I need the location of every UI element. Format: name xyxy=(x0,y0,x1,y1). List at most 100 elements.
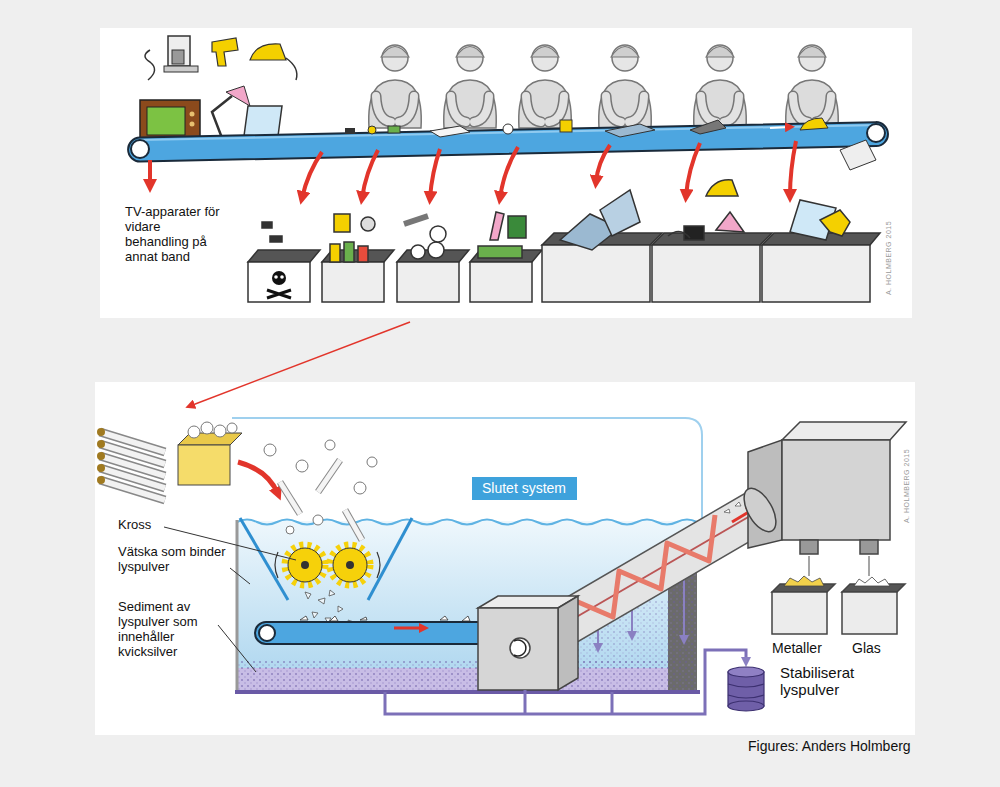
note-text: TV-apparater för vidare behandling på an… xyxy=(125,205,225,265)
falling-lamps-part xyxy=(318,460,340,492)
inner-conveyor-part-part xyxy=(440,616,448,620)
belt-items-part xyxy=(345,128,355,134)
sorting-bins-part xyxy=(270,236,282,242)
belt-items-part xyxy=(388,126,400,133)
panels-part xyxy=(95,382,915,735)
appliances-part xyxy=(226,86,250,106)
funnel-and-crusher-part xyxy=(368,518,412,600)
screw-conveyor-part xyxy=(565,515,715,645)
falling-lamps-part xyxy=(367,457,377,467)
sorting-arrows-part xyxy=(148,160,152,186)
sorting-bins-part xyxy=(280,275,284,279)
appliances-part xyxy=(212,38,238,66)
sorting-bins xyxy=(248,180,880,302)
conveyor-belt-part xyxy=(140,125,880,140)
lamps-in-part xyxy=(201,422,213,434)
belt-items-part xyxy=(690,120,726,134)
output-bins-part xyxy=(784,576,824,586)
appliances-part xyxy=(250,44,286,60)
appliances xyxy=(140,36,297,144)
funnel-and-crusher-part xyxy=(330,545,370,585)
sorting-machine-part xyxy=(860,540,878,554)
inner-conveyor-part-part xyxy=(330,616,338,621)
sorting-bins-part xyxy=(411,245,425,259)
barrel xyxy=(728,667,764,711)
lamps-in-part xyxy=(238,462,278,494)
sorting-arrows-part xyxy=(362,150,378,198)
barrel-part xyxy=(728,684,764,698)
appliances-part xyxy=(145,50,155,80)
appliances-part xyxy=(212,96,232,138)
belt-items-part xyxy=(840,140,876,170)
sorting-bins-part xyxy=(397,262,459,302)
sorting-bins-part xyxy=(820,210,850,236)
watermark: A. HOLMBERG 2015 xyxy=(903,449,911,523)
part-label: Sediment av lyspulver som innehåller kvi… xyxy=(118,600,214,660)
falling-lamps-part xyxy=(264,444,276,456)
funnel-and-crusher-part xyxy=(346,561,354,569)
output-bins xyxy=(772,576,905,634)
sorting-bins-part xyxy=(600,190,640,236)
water-flow-arrows-part xyxy=(683,578,685,640)
appliances-part xyxy=(172,50,184,64)
appliances-part xyxy=(147,107,185,135)
bin-label: Metaller xyxy=(772,640,842,656)
falling-lamps-part xyxy=(325,440,335,450)
workers-part xyxy=(444,45,497,128)
belt-items-part xyxy=(800,118,828,130)
sorting-bins-part xyxy=(322,262,384,302)
workers-part xyxy=(786,45,839,128)
appliances-part xyxy=(164,66,198,72)
sorting-bins-part xyxy=(542,245,650,302)
watermark: A. HOLMBERG 2015 xyxy=(885,221,893,295)
leader-lines-part xyxy=(230,568,250,584)
funnel-and-crusher-part xyxy=(240,518,288,600)
screw-conveyor-part-part xyxy=(724,509,730,513)
sorting-bins-part xyxy=(684,226,704,240)
product-label: Stabiliserat lyspulver xyxy=(780,664,890,699)
sorting-arrows xyxy=(150,141,796,198)
bin-label: Glas xyxy=(852,640,902,656)
sorting-bins-part xyxy=(262,222,272,228)
falling-lamps-part xyxy=(345,510,362,540)
pipes-part xyxy=(385,650,746,714)
pipes-part xyxy=(524,690,527,714)
lamps-in-part-part xyxy=(97,464,105,472)
lamps-in-part xyxy=(178,445,230,485)
pipes-part xyxy=(611,692,614,714)
glass-shards-part xyxy=(305,592,311,599)
lamps-in-part-part xyxy=(97,476,105,484)
inner-conveyor-part-part xyxy=(300,616,308,620)
caption: Figures: Anders Holmberg xyxy=(748,738,911,754)
conveyor-belt-part xyxy=(867,124,885,142)
separator xyxy=(478,596,578,690)
conveyor-belt-part xyxy=(128,122,888,162)
funnel-and-crusher-part xyxy=(301,561,309,569)
inner-conveyor-part-part xyxy=(360,617,367,620)
barrel-part xyxy=(728,701,764,711)
belt-items-part xyxy=(430,126,470,137)
system-label-box: Slutet system xyxy=(472,477,577,500)
output-bins-part xyxy=(854,577,890,586)
part-label: Vätska som binder lyspulver xyxy=(118,545,226,575)
separator-part xyxy=(514,640,526,656)
sorting-bins-part xyxy=(716,212,744,232)
inner-conveyor-part xyxy=(300,616,470,621)
lamps-in-part xyxy=(227,423,237,433)
sorting-arrows-part xyxy=(596,145,610,182)
conveyor-belt-part xyxy=(131,140,149,158)
workers-part xyxy=(519,45,572,128)
sorting-arrows-part xyxy=(790,141,796,196)
box-text: Slutet system xyxy=(482,480,567,497)
inner-conveyor-part xyxy=(255,622,505,644)
panels xyxy=(95,28,915,735)
panels-part xyxy=(100,28,912,318)
sorting-bins-part xyxy=(470,262,532,302)
sorting-arrows-part xyxy=(302,152,322,198)
belt-items-part xyxy=(560,120,572,132)
sorting-machine-part xyxy=(782,440,890,540)
inner-conveyor xyxy=(255,616,505,644)
funnel-and-crusher-part xyxy=(333,548,367,582)
barrel-part xyxy=(728,667,764,677)
